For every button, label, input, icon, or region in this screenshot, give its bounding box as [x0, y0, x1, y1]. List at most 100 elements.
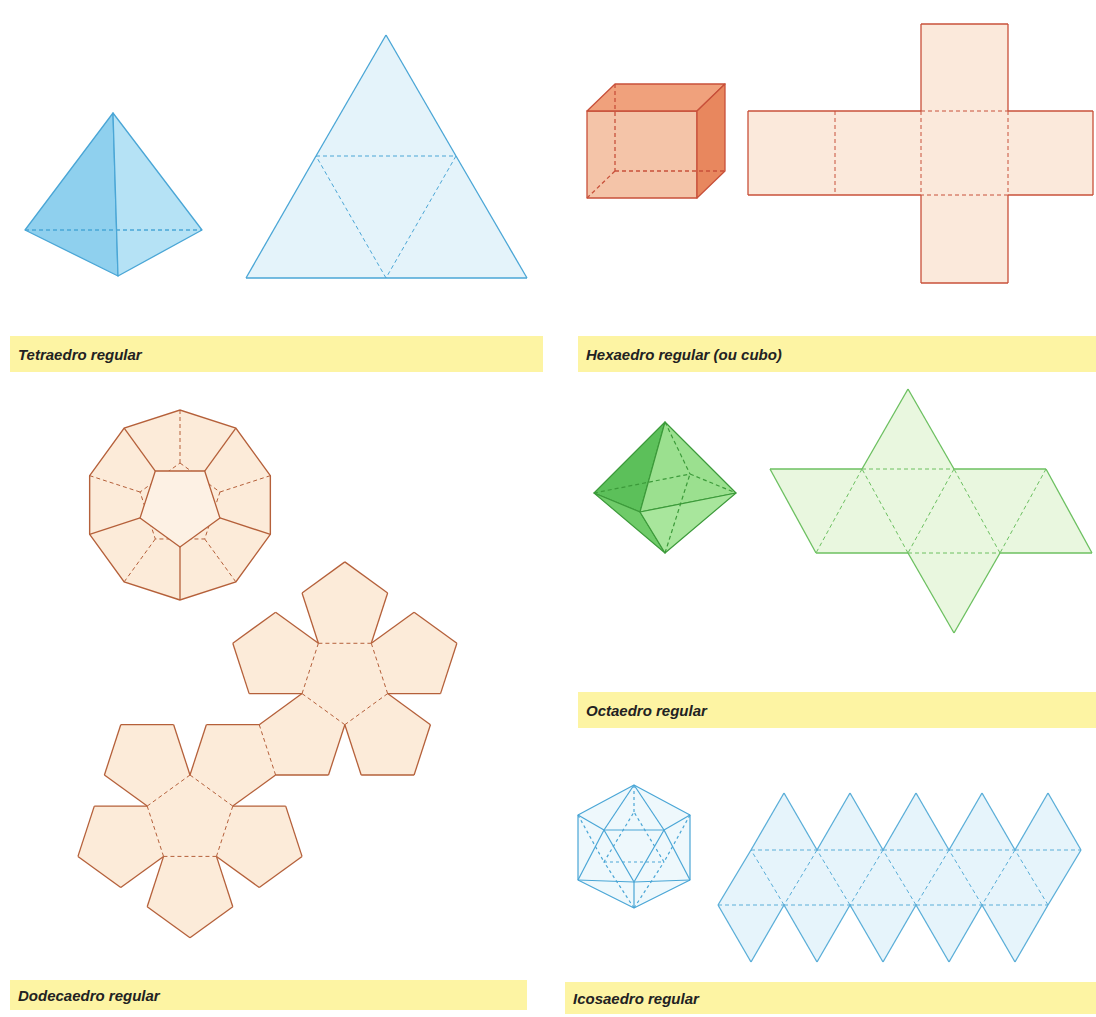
caption-band: Icosaedro regular [565, 982, 1096, 1014]
net-edge [386, 156, 456, 278]
net-edge [954, 553, 1000, 633]
dodeca-outline [90, 410, 271, 600]
net-edge [1008, 111, 1009, 195]
net-edge [784, 905, 850, 906]
dodeca-hidden [180, 410, 181, 463]
caption-band: Octaedro regular [578, 692, 1096, 728]
net-edge [316, 156, 386, 278]
net-edge [302, 643, 318, 693]
dodeca-edge [124, 428, 155, 471]
net-edge [1048, 850, 1081, 905]
net-edge [718, 905, 751, 962]
net-face [718, 905, 784, 962]
net-face [850, 905, 916, 962]
net-edge [94, 805, 147, 806]
net-edge [748, 194, 835, 195]
net-edge [233, 612, 276, 643]
net-edge [249, 693, 302, 694]
net-edge [302, 694, 345, 725]
net-edge [816, 469, 862, 553]
net-edge [883, 793, 916, 850]
net-edge [920, 195, 921, 283]
net-edge [1092, 111, 1093, 195]
octahedron-net [770, 389, 1092, 633]
cube-solid [587, 84, 725, 198]
net-face [233, 612, 319, 693]
net-edge [921, 111, 922, 195]
net-edge [371, 612, 414, 643]
net-face [345, 694, 431, 775]
dodecahedron-solid [90, 410, 271, 600]
cube-net [748, 24, 1093, 283]
net-edge [982, 850, 1015, 905]
caption-text: Icosaedro regular [573, 990, 699, 1007]
net-edge [751, 905, 784, 962]
net-edge [1015, 850, 1048, 905]
net-face [751, 793, 817, 850]
dodeca-hidden [205, 539, 236, 582]
net-edge [246, 277, 386, 278]
net-face [916, 905, 982, 962]
net-face [1000, 469, 1092, 553]
net-edge [949, 850, 982, 905]
net-face [1008, 111, 1093, 195]
net-edge [954, 468, 1046, 469]
net-edge [147, 907, 190, 938]
net-edge [233, 643, 249, 693]
net-edge [78, 856, 121, 887]
net-edge [770, 469, 816, 553]
net-face [246, 156, 386, 278]
net-edge [816, 552, 908, 553]
net-edge [916, 905, 949, 962]
net-face [748, 111, 835, 195]
net-face [949, 793, 1015, 850]
net-edge [147, 806, 163, 856]
net-edge [345, 694, 388, 725]
net-face [784, 905, 850, 962]
net-edge [784, 905, 817, 962]
net-edge [316, 35, 386, 156]
net-face [147, 856, 233, 937]
net-edge [770, 468, 862, 469]
net-edge [862, 389, 908, 469]
net-edge [1008, 110, 1093, 111]
net-edge [718, 905, 784, 906]
net-edge [908, 553, 1000, 554]
net-face [982, 905, 1048, 962]
net-edge [835, 110, 921, 111]
caption-text: Dodecaedro regular [18, 987, 160, 1004]
net-edge [920, 24, 921, 111]
net-edge [784, 793, 817, 850]
net-edge [1000, 552, 1092, 553]
net-edge [259, 856, 302, 887]
net-edge [233, 775, 276, 806]
net-edge [104, 725, 120, 775]
net-edge [216, 856, 232, 906]
dodeca-edge [90, 518, 140, 534]
caption-band: Hexaedro regular (ou cubo) [578, 336, 1096, 372]
icosahedron-solid [578, 785, 690, 908]
net-edge [850, 905, 883, 962]
net-edge [921, 23, 1008, 24]
net-edge [206, 724, 259, 725]
dodeca-hidden [124, 539, 155, 582]
net-edge [921, 195, 1008, 196]
dodeca-edge [220, 518, 270, 534]
net-edge [1000, 469, 1046, 553]
caption-band: Dodecaedro regular [10, 980, 527, 1010]
net-edge [1008, 194, 1093, 195]
net-edge [121, 856, 164, 887]
net-edge [908, 389, 954, 469]
net-edge [259, 694, 302, 725]
net-edge [345, 725, 361, 775]
net-face [908, 553, 1000, 633]
tetrahedron-solid [25, 113, 202, 276]
dodeca-hidden [90, 476, 140, 492]
net-face [921, 111, 1008, 195]
net-edge [850, 905, 916, 906]
net-edge [414, 725, 430, 775]
net-edge [386, 277, 527, 278]
net-edge [784, 850, 817, 905]
net-face [316, 35, 456, 156]
net-edge [751, 850, 784, 905]
